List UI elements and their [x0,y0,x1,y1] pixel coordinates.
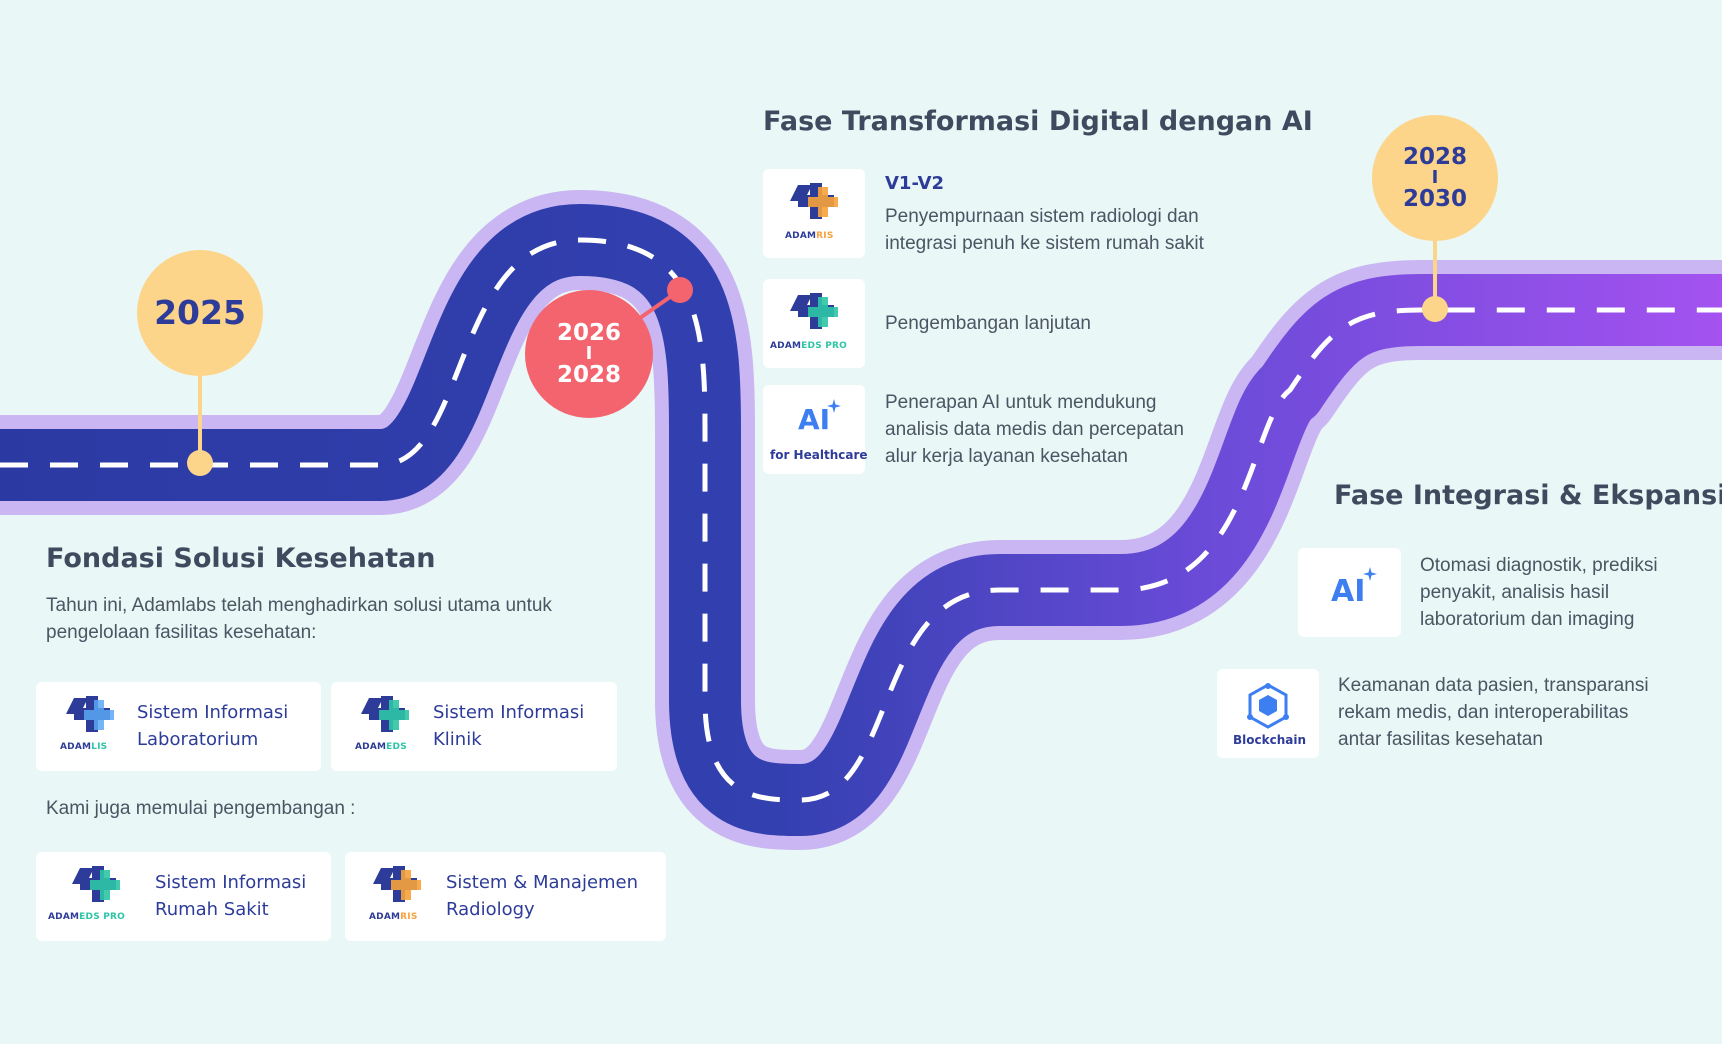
year-end: 2030 [1402,186,1467,212]
card-ris[interactable]: ADAMRIS Sistem & Manajemen Radiology [345,852,666,941]
year-bubble-2028-2030: 2028 I 2030 [1372,115,1498,241]
phase2-item1-logo: ADAMRIS [763,169,865,258]
card-eds[interactable]: ADAMEDS Sistem Informasi Klinik [331,682,617,771]
phase2-item3-text: Penerapan AI untuk mendukung analisis da… [885,392,1184,467]
blockchain-caption: Blockchain [1233,733,1307,747]
card-label: Sistem & Manajemen Radiology [446,872,639,920]
phase3-item1-text: Otomasi diagnostik, prediksi penyakit, a… [1420,555,1658,630]
blockchain-icon [1247,683,1289,729]
adamris-logo-icon [790,183,838,219]
phase2-item2-logo: ADAMEDS PRO [763,279,865,368]
ai-logo: AI [1331,574,1366,609]
year-bubble-2025: 2025 [137,250,263,376]
sparkle-icon [827,399,841,413]
brand-adamris: ADAMRIS [369,912,418,922]
phase1-title: Fondasi Solusi Kesehatan [46,543,436,574]
year-start: 2026 [556,319,621,346]
phase1-intro: Tahun ini, Adamlabs telah menghadirkan s… [46,595,552,643]
adamlis-logo-icon [66,696,114,732]
phase2-item2-text: Pengembangan lanjutan [885,313,1092,334]
brand-adameds-pro: ADAMEDS PRO [48,912,125,922]
phase3-title: Fase Integrasi & Ekspansi [1334,480,1722,511]
ai-logo: AI [798,403,831,436]
card-label: Sistem Informasi Klinik [433,702,585,750]
year-label: 2025 [154,292,246,332]
year-start: 2028 [1402,143,1467,170]
year-separator: I [585,343,593,364]
brand-adameds: ADAMEDS [355,742,407,752]
year-bubble-2026-2028: 2026 I 2028 [525,290,653,418]
adameds-pro-logo-icon [72,866,120,902]
phase3-item2-text: Keamanan data pasien, transparansi rekam… [1338,675,1649,750]
adameds-pro-logo-icon [790,293,838,329]
phase2-title: Fase Transformasi Digital dengan AI [763,106,1313,137]
phase2-item3-logo: AI for Healthcare [763,385,868,474]
card-label: Sistem Informasi Rumah Sakit [155,872,307,920]
phase3-item2-logo: Blockchain [1217,669,1319,758]
version-tag: V1-V2 [885,173,945,194]
brand-adamris: ADAMRIS [785,231,834,241]
milestone-dot-2026 [667,277,693,303]
year-end: 2028 [556,362,621,388]
sparkle-icon [1363,567,1377,581]
milestone-dot-2028 [1422,296,1448,322]
ai-caption: for Healthcare [770,448,868,462]
card-eds-pro[interactable]: ADAMEDS PRO Sistem Informasi Rumah Sakit [36,852,331,941]
brand-adameds-pro: ADAMEDS PRO [770,341,847,351]
card-lis[interactable]: ADAMLIS Sistem Informasi Laboratorium [36,682,321,771]
year-separator: I [1431,167,1439,188]
phase3-item1-logo: AI [1298,548,1401,637]
card-label: Sistem Informasi Laboratorium [137,702,289,750]
adameds-logo-icon [361,696,409,732]
milestone-dot-2025 [187,450,213,476]
adamris-logo-icon [373,866,421,902]
phase1-dev-intro: Kami juga memulai pengembangan : [46,798,356,819]
brand-adamlis: ADAMLIS [60,742,108,752]
phase2-item1-text: Penyempurnaan sistem radiologi dan integ… [885,206,1204,254]
